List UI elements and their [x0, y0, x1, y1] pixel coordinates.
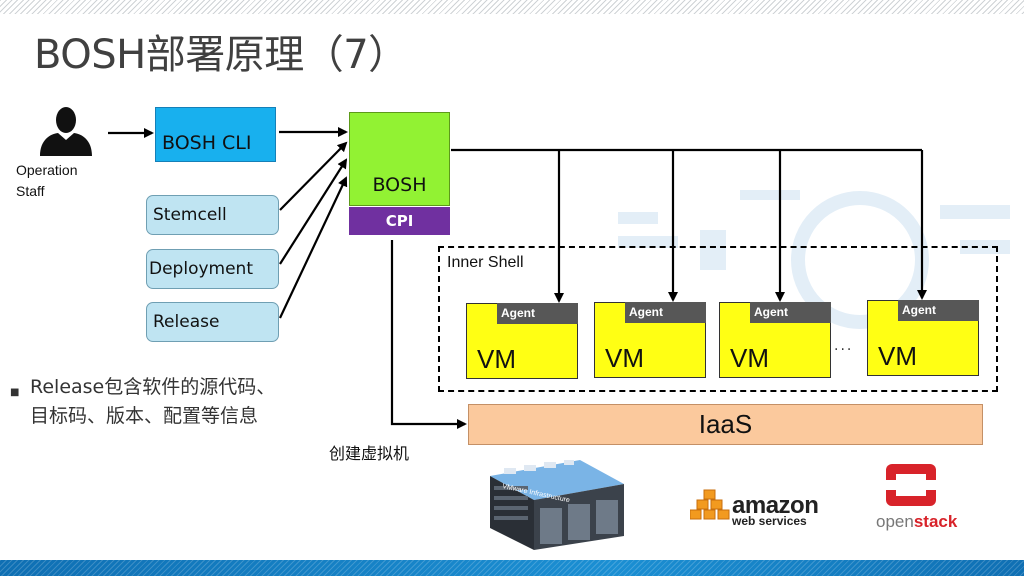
openstack-word-open: open: [876, 512, 914, 531]
slide-title: BOSH部署原理（7）: [34, 32, 408, 78]
person-icon: [40, 107, 92, 156]
deployment-box: Deployment: [146, 249, 279, 289]
create-vm-label: 创建虚拟机: [329, 444, 410, 463]
top-decorative-bar: [0, 0, 1024, 14]
bullet-line-2: 目标码、版本、配置等信息: [30, 405, 259, 427]
arrow-deployment-to-bosh: [279, 158, 348, 265]
vmware-servers-icon: VMware Infrastructure: [490, 460, 624, 550]
aws-boxes-icon: [690, 489, 730, 520]
inner-shell-boundary: [438, 246, 998, 392]
openstack-wordmark: openstack: [876, 512, 957, 532]
vm-box-4: Agent VM: [867, 300, 979, 376]
agent-label: Agent: [750, 302, 831, 323]
release-box: Release: [146, 302, 279, 342]
openstack-word-stack: stack: [913, 512, 958, 531]
aws-logo-word: amazon: [732, 492, 819, 519]
openstack-mark-icon: [886, 464, 936, 506]
vm-box-3: Agent VM: [719, 302, 831, 378]
arrow-release-to-bosh: [279, 176, 348, 319]
stemcell-box: Stemcell: [146, 195, 279, 235]
vm-ellipsis: ···: [834, 342, 854, 358]
bullet-line-1: Release包含软件的源代码、: [30, 376, 276, 398]
inner-shell-label: Inner Shell: [447, 254, 524, 271]
bosh-cli-box: BOSH CLI: [155, 107, 276, 162]
staff-label-line2: Staff: [16, 183, 45, 199]
vm-label: VM: [730, 343, 769, 373]
cpi-box: CPI: [349, 207, 450, 235]
staff-label-line1: Operation: [16, 162, 78, 178]
openstack-logo: openstack: [872, 462, 972, 532]
arrow-stemcell-to-bosh: [279, 141, 348, 211]
bosh-box: BOSH: [349, 112, 450, 206]
agent-label: Agent: [625, 302, 706, 323]
operation-staff-label: Operation Staff: [16, 160, 77, 202]
vm-box-1: Agent VM: [466, 303, 578, 379]
aws-logo-subword: web services: [732, 514, 807, 528]
bottom-decorative-bar: [0, 560, 1024, 576]
vm-label: VM: [477, 344, 516, 374]
vm-label: VM: [605, 343, 644, 373]
vm-label: VM: [878, 341, 917, 371]
arrow-cpi-to-iaas: [390, 240, 467, 429]
agent-label: Agent: [497, 303, 578, 324]
vm-box-2: Agent VM: [594, 302, 706, 378]
iaas-box: IaaS: [468, 404, 983, 445]
agent-label: Agent: [898, 300, 979, 321]
aws-logo: amazon web services: [690, 486, 840, 528]
bullet-square-icon: ■: [10, 387, 20, 398]
